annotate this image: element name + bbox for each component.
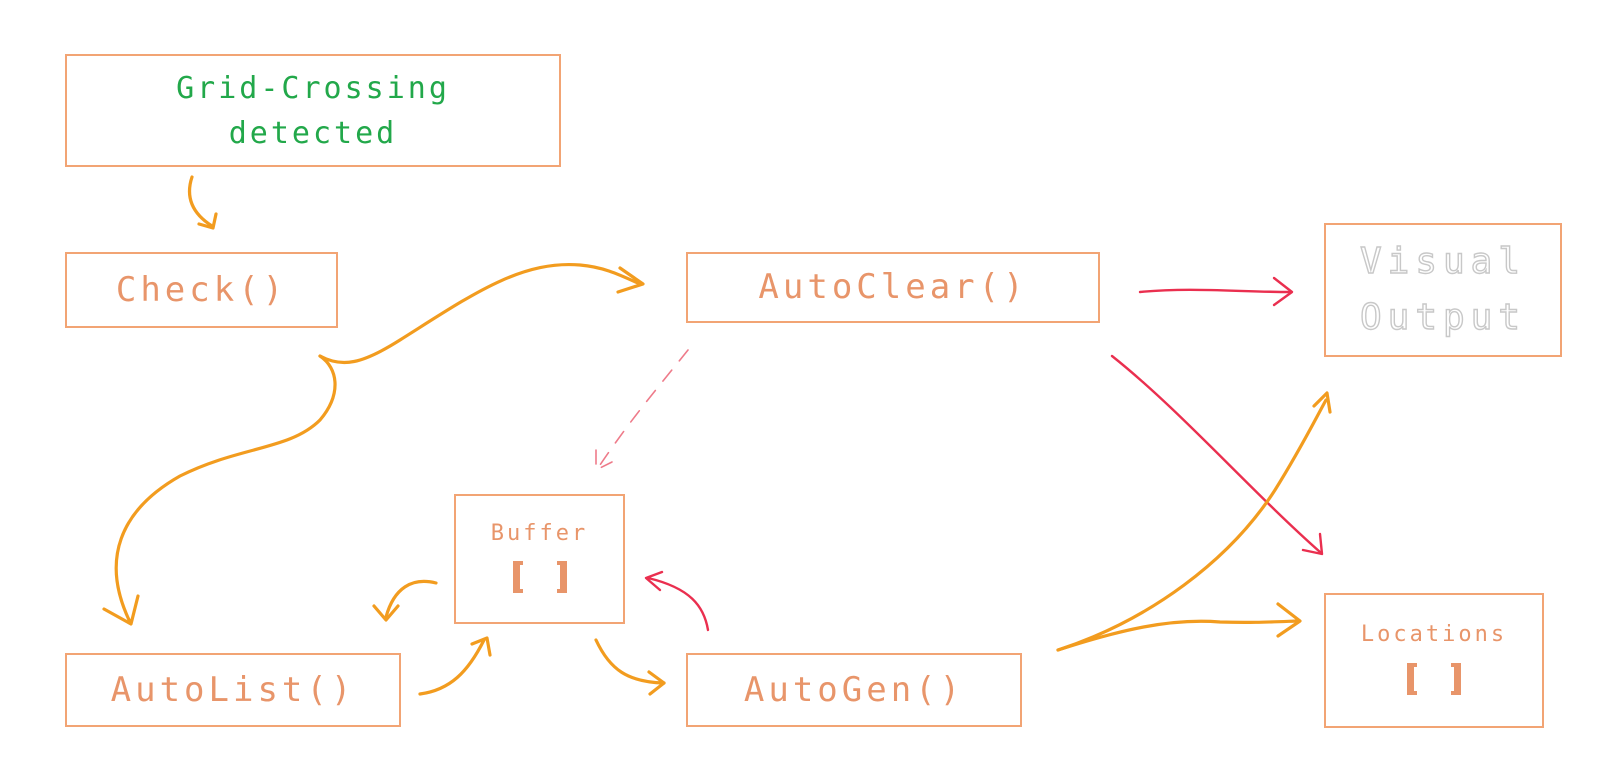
edge-autogen-to-locations <box>1056 619 1300 652</box>
edge-buffer-to-autolist-arrowhead <box>372 604 400 622</box>
node-grid-crossing: Grid-Crossing detected <box>65 54 561 167</box>
right-bracket-icon <box>1451 662 1461 695</box>
autolist-label: AutoList() <box>110 669 356 710</box>
edge-grid-to-check <box>187 175 214 228</box>
edge-buffer-to-autogen <box>594 638 666 685</box>
locations-label: Locations <box>1360 622 1508 648</box>
node-locations: Locations <box>1324 593 1544 728</box>
edge-autoclear-to-buffer-arrowhead <box>595 449 613 471</box>
right-bracket-icon <box>556 561 567 594</box>
edge-autoclear-to-visual <box>1138 288 1292 294</box>
left-bracket-icon <box>512 561 523 594</box>
edge-autolist-to-buffer-arrowhead <box>470 636 492 657</box>
edge-autoclear-to-locations <box>1110 354 1322 554</box>
edge-autoclear-to-buffer <box>597 349 689 469</box>
edge-brace-to-autolist <box>114 354 337 624</box>
left-bracket-icon <box>1407 662 1417 695</box>
grid-crossing-line2: detected <box>228 115 398 151</box>
node-visual-output: Visual Output <box>1324 223 1562 357</box>
edge-buffer-to-autolist <box>384 579 438 619</box>
bracket-pair-icon <box>512 561 567 597</box>
edge-autoclear-to-locations-arrowhead <box>1301 532 1324 556</box>
edge-autoclear-to-visual-arrowhead <box>1272 276 1294 307</box>
visual-output-line1: Visual <box>1359 241 1527 283</box>
bracket-pair-icon <box>1407 662 1461 699</box>
node-autolist: AutoList() <box>65 653 401 727</box>
edge-autogen-to-buffer <box>646 576 710 632</box>
edge-buffer-to-autogen-arrowhead <box>647 670 666 696</box>
check-label: Check() <box>115 269 288 310</box>
node-autoclear: AutoClear() <box>686 252 1100 323</box>
edge-brace-to-autolist-arrowhead <box>102 594 140 626</box>
edge-autogen-to-visual-arrowhead <box>1312 391 1332 414</box>
buffer-label: Buffer <box>490 520 589 546</box>
autoclear-label: AutoClear() <box>758 267 1028 308</box>
visual-output-line2: Output <box>1359 296 1527 338</box>
edge-autogen-to-visual <box>1056 398 1328 652</box>
edge-brace-to-autoclear <box>318 262 642 365</box>
autogen-label: AutoGen() <box>743 669 965 710</box>
node-buffer: Buffer <box>454 494 625 624</box>
edge-autogen-to-locations-arrowhead <box>1276 602 1302 638</box>
edge-autolist-to-buffer <box>418 638 486 696</box>
grid-crossing-line1: Grid-Crossing <box>176 70 450 106</box>
edge-brace-to-autoclear-arrowhead <box>616 266 645 294</box>
node-autogen: AutoGen() <box>686 653 1022 727</box>
edge-autogen-to-buffer-arrowhead <box>644 570 664 592</box>
edge-grid-to-check-arrowhead <box>197 212 218 230</box>
node-check: Check() <box>65 252 338 328</box>
